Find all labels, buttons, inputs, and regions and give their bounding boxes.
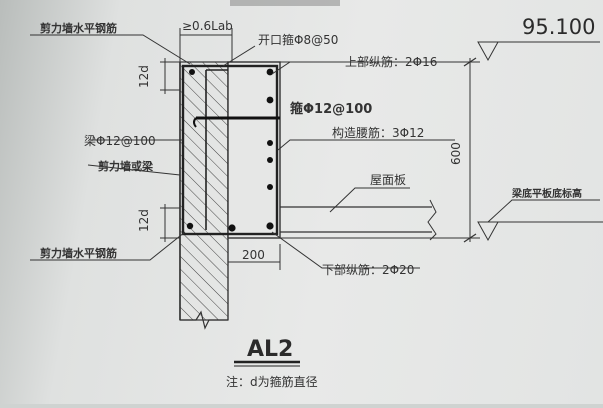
structural-bars-label: 构造腰筋：3Φ12 xyxy=(332,125,424,140)
roof-slab xyxy=(280,199,437,241)
section-title: AL2 xyxy=(247,337,293,362)
wall-section xyxy=(179,61,229,330)
rebar-dots xyxy=(186,68,274,232)
elevation-marker-top xyxy=(477,41,600,62)
roof-slab-label: 屋面板 xyxy=(370,173,406,187)
anchorage-label: ≥0.6Lab xyxy=(182,19,233,33)
top-longitudinal-label: 上部纵筋：2Φ16 xyxy=(345,54,437,69)
wall-horizontal-bottom-label: 剪力墙水平钢筋 xyxy=(40,246,117,260)
cover-dimensions xyxy=(160,58,180,242)
bottom-longitudinal-label: 下部纵筋：2Φ20 xyxy=(322,262,414,277)
beam-stirrup-left-label: 梁Φ12@100 xyxy=(84,133,156,148)
beam-outline xyxy=(181,61,281,239)
height-label: 600 xyxy=(449,142,463,165)
open-stirrup-label: 开口箍Φ8@50 xyxy=(258,32,338,47)
stirrup-label: 箍Φ12@100 xyxy=(290,101,372,117)
cut-header xyxy=(230,0,340,6)
cover-top-label: 12d xyxy=(137,65,151,88)
elevation-marker-bottom xyxy=(477,221,603,242)
wall-or-beam-label: 剪力墙或梁 xyxy=(98,159,154,173)
cover-bottom-label: 12d xyxy=(137,209,151,232)
elevation-value: 95.100 xyxy=(522,15,595,39)
width-label: 200 xyxy=(242,248,265,262)
width-dimension xyxy=(227,244,281,270)
anchorage-dimension xyxy=(179,28,233,62)
note-text: 注：d为箍筋直径 xyxy=(226,374,318,389)
leader-lines xyxy=(30,34,600,269)
beam-bottom-elevation-label: 梁底平板底标高 xyxy=(511,187,582,200)
wall-horizontal-top-label: 剪力墙水平钢筋 xyxy=(40,21,117,35)
